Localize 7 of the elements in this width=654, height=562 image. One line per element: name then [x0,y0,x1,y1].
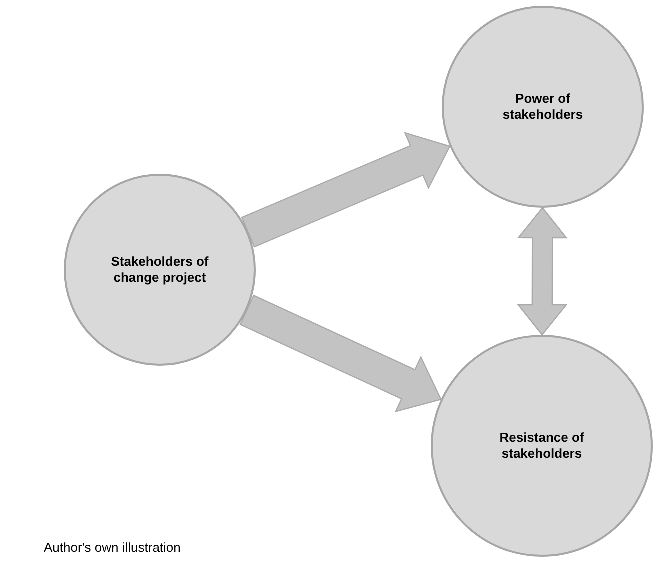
block-arrow [241,132,451,248]
block-arrow [240,294,442,413]
double-block-arrow [517,207,568,336]
source-note: Author's own illustration [44,540,181,555]
node-text: Stakeholders of change project [110,254,210,286]
node-text: Power of stakeholders [502,90,584,124]
node-text: Resistance of stakeholders [498,430,586,462]
